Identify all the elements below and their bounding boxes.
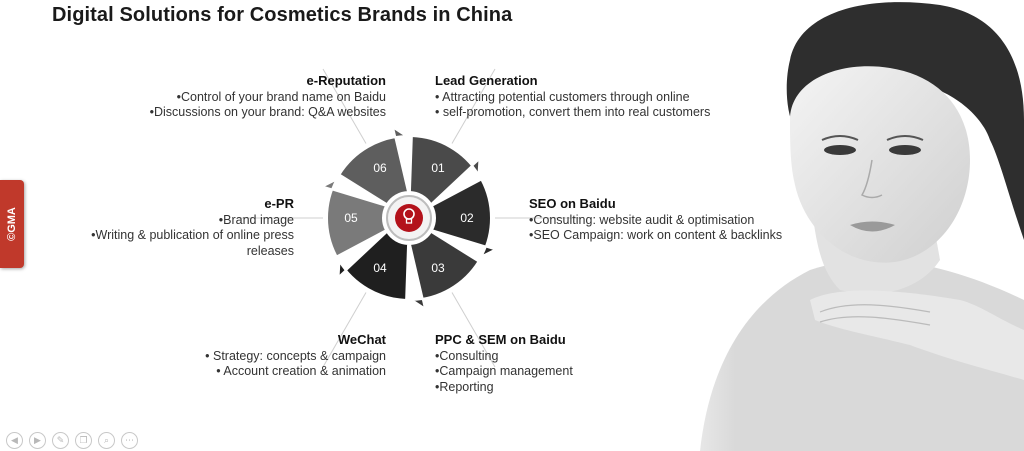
- model-portrait: [640, 0, 1024, 451]
- segment-03-item: •Campaign management: [435, 364, 573, 378]
- segment-01-item: • self-promotion, convert them into real…: [435, 105, 711, 119]
- back-icon[interactable]: ◀: [6, 432, 23, 449]
- segment-04-item: • Strategy: concepts & campaign: [205, 348, 386, 363]
- slide-nav: ◀ ▶ ✎ ❐ ⌕ ⋯: [6, 432, 138, 449]
- pen-icon[interactable]: ✎: [52, 432, 69, 449]
- segment-03-text: PPC & SEM on Baidu •Consulting •Campaign…: [435, 332, 573, 395]
- lightbulb-icon: [403, 208, 415, 224]
- gma-side-tab[interactable]: ©GMA: [0, 180, 24, 268]
- segment-04-item: • Account creation & animation: [216, 364, 386, 378]
- segment-05-item: •Brand image: [218, 212, 294, 227]
- divider-line: [451, 292, 496, 368]
- segment-06-item: •Discussions on your brand: Q&A websites: [149, 105, 386, 119]
- copy-icon[interactable]: ❐: [75, 432, 92, 449]
- segment-04-text: WeChat • Strategy: concepts & campaign •…: [205, 332, 386, 380]
- segment-05-item: •Writing & publication of online press r…: [91, 228, 294, 258]
- segment-03-item: •Consulting: [435, 348, 499, 363]
- wheel-segment-04: [337, 230, 410, 301]
- segment-02-item: •Consulting: website audit & optimisatio…: [529, 212, 755, 227]
- segment-02-text: SEO on Baidu •Consulting: website audit …: [529, 196, 782, 244]
- segment-06-heading: e-Reputation: [306, 73, 386, 88]
- segment-04-heading: WeChat: [337, 332, 386, 347]
- wheel-segment-06: [338, 125, 410, 206]
- segment-03-heading: PPC & SEM on Baidu: [435, 332, 566, 347]
- wheel-segment-05: [319, 177, 388, 258]
- segment-05-text: e-PR •Brand image •Writing & publication…: [49, 196, 294, 259]
- more-icon[interactable]: ⋯: [121, 432, 138, 449]
- wheel-segment-03: [408, 230, 480, 311]
- segment-01-text: Lead Generation • Attracting potential c…: [435, 73, 710, 121]
- segment-01-item: • Attracting potential customers through…: [435, 89, 690, 104]
- segment-number-label: 04: [373, 261, 387, 275]
- segment-02-item: •SEO Campaign: work on content & backlin…: [529, 228, 783, 242]
- segment-number-label: 05: [344, 211, 358, 225]
- segment-05-heading: e-PR: [264, 196, 294, 211]
- wheel-segments: 01 02 03 04 05 06: [319, 125, 499, 311]
- segment-number-label: 06: [373, 161, 387, 175]
- segment-02-heading: SEO on Baidu: [529, 196, 616, 211]
- segment-number-label: 01: [431, 161, 445, 175]
- wheel-segment-01: [408, 135, 481, 206]
- zoom-icon[interactable]: ⌕: [98, 432, 115, 449]
- divider-line: [322, 68, 367, 144]
- forward-icon[interactable]: ▶: [29, 432, 46, 449]
- segment-01-heading: Lead Generation: [435, 73, 538, 88]
- segment-number-label: 02: [460, 211, 474, 225]
- divider-line: [322, 292, 367, 368]
- divider-lines: [237, 68, 581, 368]
- segment-03-item: •Reporting: [435, 379, 494, 394]
- wheel-segment-02: [430, 178, 499, 259]
- page-title: Digital Solutions for Cosmetics Brands i…: [52, 4, 513, 26]
- divider-line: [451, 68, 496, 144]
- center-hub-accent: [395, 204, 423, 232]
- segment-number-label: 03: [431, 261, 445, 275]
- segment-06-item: •Control of your brand name on Baidu: [176, 89, 386, 104]
- segment-06-text: e-Reputation •Control of your brand name…: [150, 73, 386, 121]
